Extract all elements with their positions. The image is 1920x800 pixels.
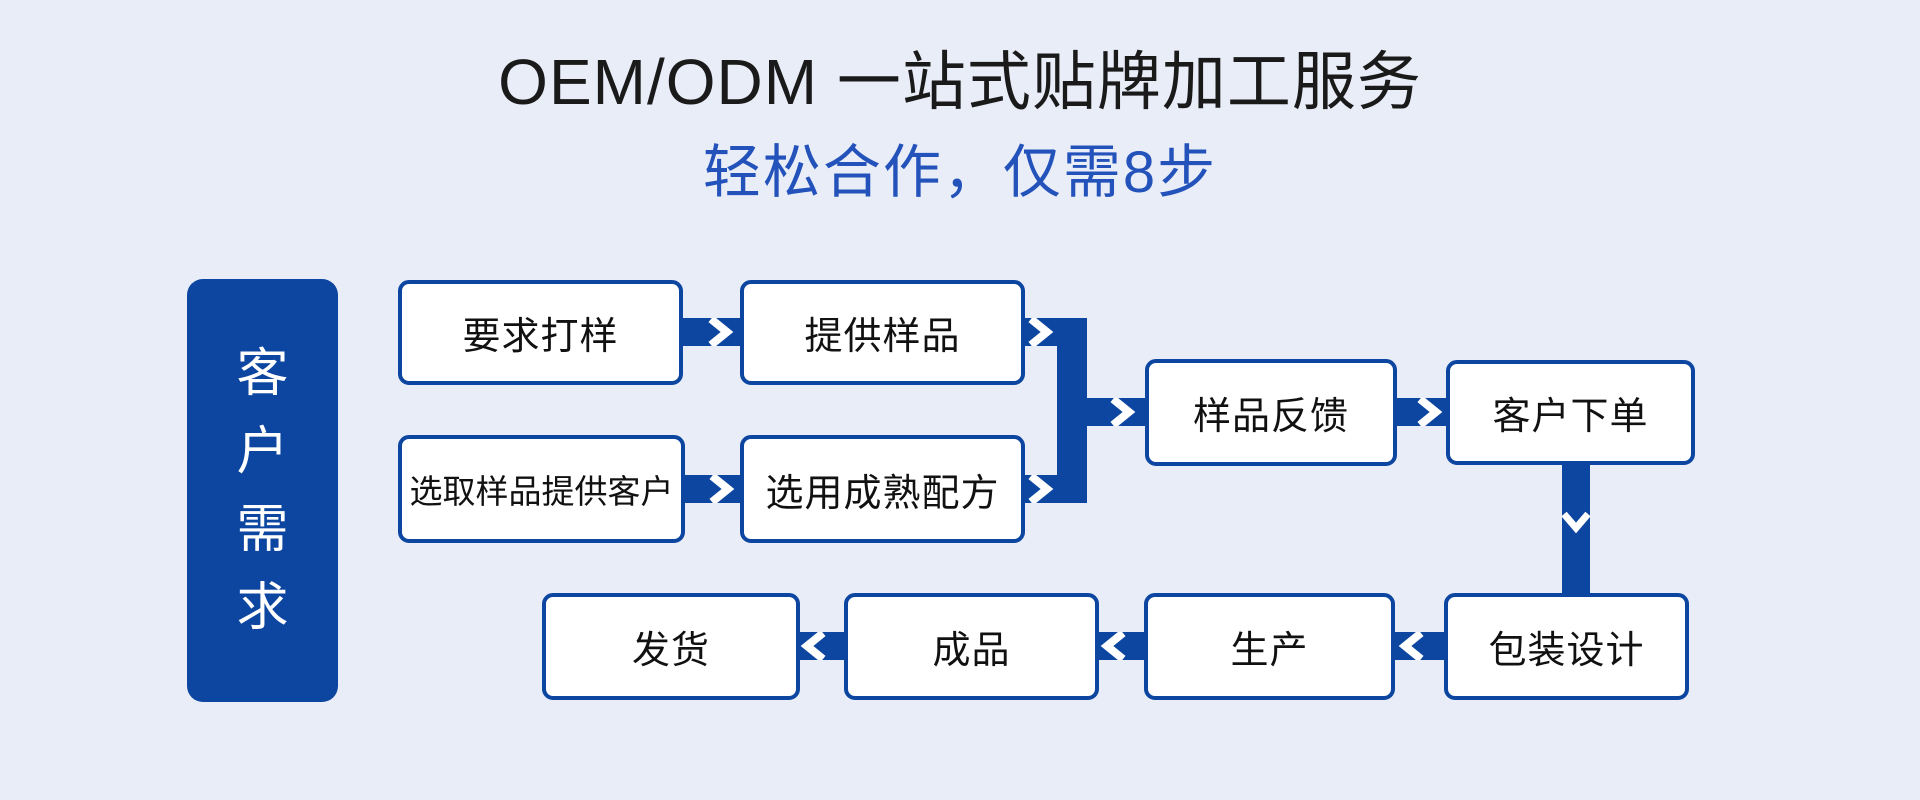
chevron-left-icon bbox=[1395, 632, 1444, 660]
chevron-left-glyph bbox=[800, 632, 826, 660]
flow-arrow-feedback-to-order bbox=[1397, 398, 1446, 426]
chevron-left-icon bbox=[800, 632, 844, 660]
step-provide-samples: 提供样品 bbox=[740, 280, 1025, 385]
step-shipping: 发货 bbox=[542, 593, 800, 700]
page-title: OEM/ODM 一站式贴牌加工服务 bbox=[498, 46, 1422, 118]
chevron-left-glyph bbox=[1100, 632, 1126, 660]
customer-needs-char: 需 bbox=[236, 500, 289, 559]
customer-needs-char: 客 bbox=[236, 344, 289, 403]
chevron-right-icon bbox=[1025, 475, 1057, 503]
flow-arrow-merge-to-feedback bbox=[1087, 398, 1145, 426]
flow-arrow-packaging-to-production bbox=[1395, 632, 1444, 660]
step-use-mature-formula: 选用成熟配方 bbox=[740, 435, 1025, 543]
chevron-right-glyph bbox=[708, 318, 734, 346]
chevron-down-glyph bbox=[1562, 511, 1590, 534]
chevron-right-icon bbox=[685, 475, 740, 503]
chevron-left-glyph bbox=[1398, 632, 1424, 660]
step-request-sampling: 要求打样 bbox=[398, 280, 683, 385]
step-sample-feedback: 样品反馈 bbox=[1145, 359, 1397, 466]
chevron-right-icon bbox=[683, 318, 740, 346]
step-production: 生产 bbox=[1144, 593, 1395, 700]
page-subtitle: 轻松合作，仅需8步 bbox=[702, 140, 1218, 205]
chevron-right-glyph bbox=[1028, 475, 1054, 503]
chevron-right-glyph bbox=[709, 475, 735, 503]
chevron-left-icon bbox=[1099, 632, 1144, 660]
flow-arrow-formula-to-merge bbox=[1025, 475, 1057, 503]
flow-arrow-order-to-packaging bbox=[1562, 464, 1590, 594]
customer-needs-char: 户 bbox=[236, 422, 289, 481]
flow-arrow-production-to-finished bbox=[1099, 632, 1144, 660]
step-packaging-design: 包装设计 bbox=[1444, 593, 1689, 700]
chevron-right-glyph bbox=[1417, 398, 1443, 426]
merge-bar bbox=[1057, 318, 1087, 503]
chevron-down-icon bbox=[1562, 464, 1590, 594]
chevron-right-icon bbox=[1397, 398, 1446, 426]
step-finished-product: 成品 bbox=[844, 593, 1099, 700]
flow-arrow-samples-to-merge bbox=[1025, 318, 1057, 346]
customer-needs-char: 求 bbox=[236, 578, 289, 637]
flow-arrow-sampling-to-samples bbox=[683, 318, 740, 346]
step-customer-order: 客户下单 bbox=[1446, 360, 1695, 465]
step-select-samples-for-customer: 选取样品提供客户 bbox=[398, 435, 685, 543]
chevron-right-glyph bbox=[1028, 318, 1054, 346]
flow-arrow-select-to-formula bbox=[685, 475, 740, 503]
flow-arrow-finished-to-shipping bbox=[800, 632, 844, 660]
chevron-right-icon bbox=[1087, 398, 1145, 426]
chevron-right-glyph bbox=[1110, 398, 1136, 426]
customer-needs-box: 客 户 需 求 bbox=[187, 279, 338, 702]
chevron-right-icon bbox=[1025, 318, 1057, 346]
